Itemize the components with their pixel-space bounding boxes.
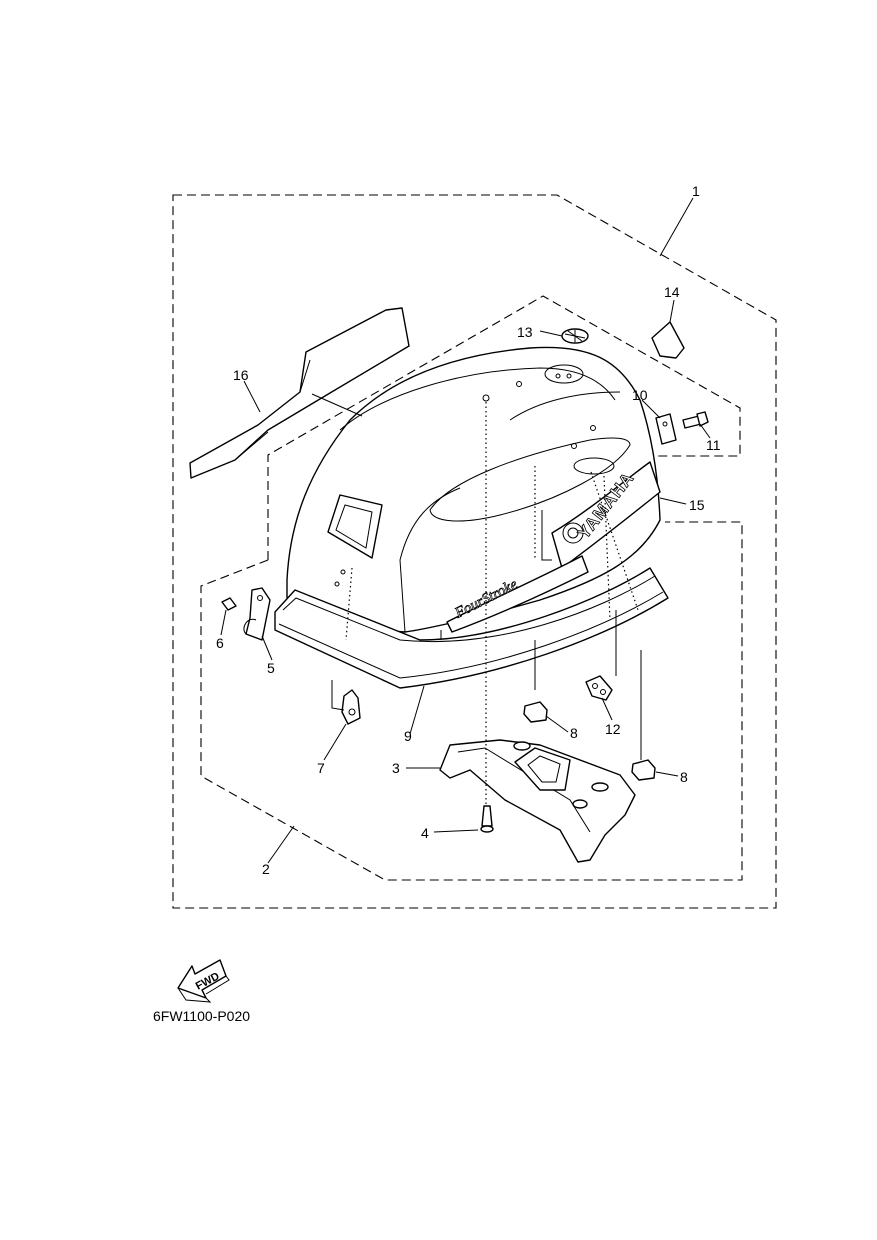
leader-14 <box>669 299 675 323</box>
leader-10 <box>641 399 661 419</box>
part-5-hole <box>257 595 263 601</box>
grommet-recess <box>544 364 584 384</box>
callout-12: 12 <box>605 721 621 737</box>
top-cowling-side-line <box>399 487 461 633</box>
diagram-code: 6FW1100-P020 <box>153 1008 250 1024</box>
callout-1: 1 <box>692 183 700 199</box>
callout-11: 11 <box>706 437 721 453</box>
leader-12 <box>601 697 613 721</box>
part-16-detail <box>234 359 311 461</box>
part-10-bracket <box>655 413 677 445</box>
part-12-plate <box>585 675 613 701</box>
leader-7 <box>323 723 347 761</box>
part-4-screw-head <box>480 825 494 833</box>
leader-2 <box>267 825 295 864</box>
yamaha-emblem-inner <box>567 527 579 539</box>
air-intake-inner <box>335 504 373 549</box>
part-3-hole-3 <box>572 799 588 809</box>
assy-line-c <box>345 567 353 641</box>
callout-8a: 8 <box>570 725 578 741</box>
grommet-recess-hole-1 <box>555 373 561 379</box>
cowl-hole-5 <box>340 569 346 575</box>
part-7-hole <box>348 708 356 716</box>
leader-13 <box>539 330 563 337</box>
cowl-hole-6 <box>334 581 340 587</box>
part-3-base <box>439 739 636 863</box>
leader-8a <box>545 715 569 733</box>
part-9-inner-line <box>282 575 656 643</box>
leader-1 <box>659 197 694 257</box>
cowl-hole-3 <box>571 443 577 449</box>
leader-15 <box>659 497 687 505</box>
callout-15: 15 <box>689 497 705 513</box>
callout-16: 16 <box>233 367 249 383</box>
part-3-hole-2 <box>591 782 609 792</box>
cowl-hole-4 <box>590 425 596 431</box>
callout-10: 10 <box>632 387 648 403</box>
callout-3: 3 <box>392 760 400 776</box>
leader-8b <box>655 771 679 777</box>
part-3-boss-inner <box>527 755 561 783</box>
guide-7 <box>331 680 345 711</box>
leader-4 <box>433 829 479 833</box>
callout-7: 7 <box>317 760 325 776</box>
cowl-hole-1 <box>482 394 490 402</box>
callout-8b: 8 <box>680 769 688 785</box>
callout-14: 14 <box>664 284 680 300</box>
leader-6 <box>220 609 227 636</box>
part-8b-damper <box>631 759 656 781</box>
part-8a-damper <box>523 701 548 723</box>
part-12-hole-2 <box>600 689 606 695</box>
part-5-bracket <box>245 587 271 641</box>
fwd-arrow-icon: FWD <box>177 959 230 1003</box>
part-4-screw <box>481 805 493 827</box>
part-14-label <box>651 321 685 359</box>
callout-4: 4 <box>421 825 429 841</box>
top-cowling-ridge <box>339 367 616 431</box>
yamaha-emblem-icon <box>562 522 584 544</box>
callout-5: 5 <box>267 660 275 676</box>
top-cowling-groove <box>429 437 631 522</box>
part-3-hole-1 <box>513 741 531 751</box>
assembly-2-boundary <box>200 521 743 881</box>
part-9-seal <box>274 567 669 689</box>
part-11-bolt-head <box>696 411 709 427</box>
guide-15 <box>541 510 552 561</box>
callout-13: 13 <box>517 324 533 340</box>
assy-line-d <box>590 471 639 611</box>
top-cowling-boundary <box>267 295 741 560</box>
assembly-1-boundary <box>172 194 777 909</box>
leader-16 <box>243 380 261 413</box>
part-16-decal <box>189 307 410 479</box>
cowl-hole-2 <box>516 381 522 387</box>
part-10-hole <box>662 421 668 427</box>
part-13-grommet-spokes <box>564 330 586 342</box>
top-cowling-upper-line <box>509 391 621 421</box>
leader-11 <box>699 423 711 439</box>
leader-9 <box>409 685 425 735</box>
callout-6: 6 <box>216 635 224 651</box>
leader-5 <box>261 635 273 661</box>
callout-2: 2 <box>262 861 270 877</box>
part-6-rivet <box>221 597 237 611</box>
assy-line-b <box>603 475 611 621</box>
part-9-lower-line <box>278 591 664 679</box>
part-5-bracket-curve <box>243 618 257 635</box>
callout-9: 9 <box>404 728 412 744</box>
part-12-hole-1 <box>592 683 598 689</box>
grommet-recess-hole-2 <box>566 373 572 379</box>
front-recess <box>573 457 615 475</box>
leader-16b <box>311 393 363 417</box>
part-7-hook <box>341 689 361 725</box>
